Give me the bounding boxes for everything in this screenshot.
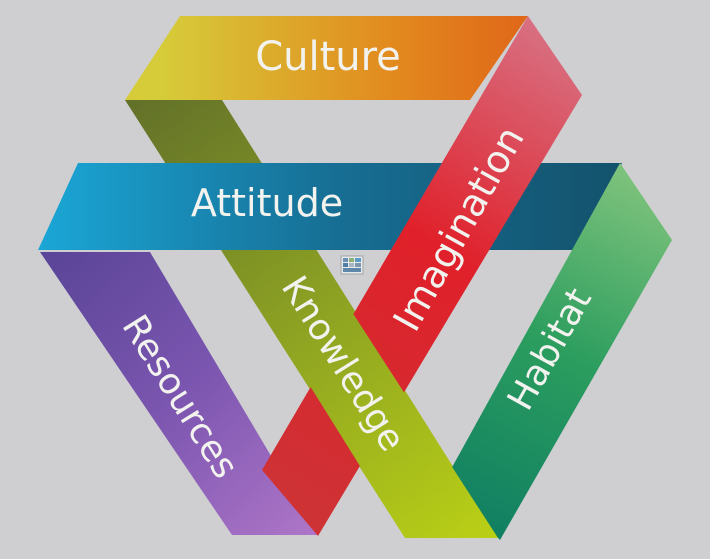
label-attitude: Attitude <box>191 181 343 225</box>
label-culture: Culture <box>255 34 401 80</box>
band-resources <box>40 252 318 535</box>
band-knowledge-front <box>225 250 498 538</box>
band-habitat <box>445 163 672 540</box>
band-culture <box>125 16 528 100</box>
grid-logo-icon <box>340 255 364 275</box>
